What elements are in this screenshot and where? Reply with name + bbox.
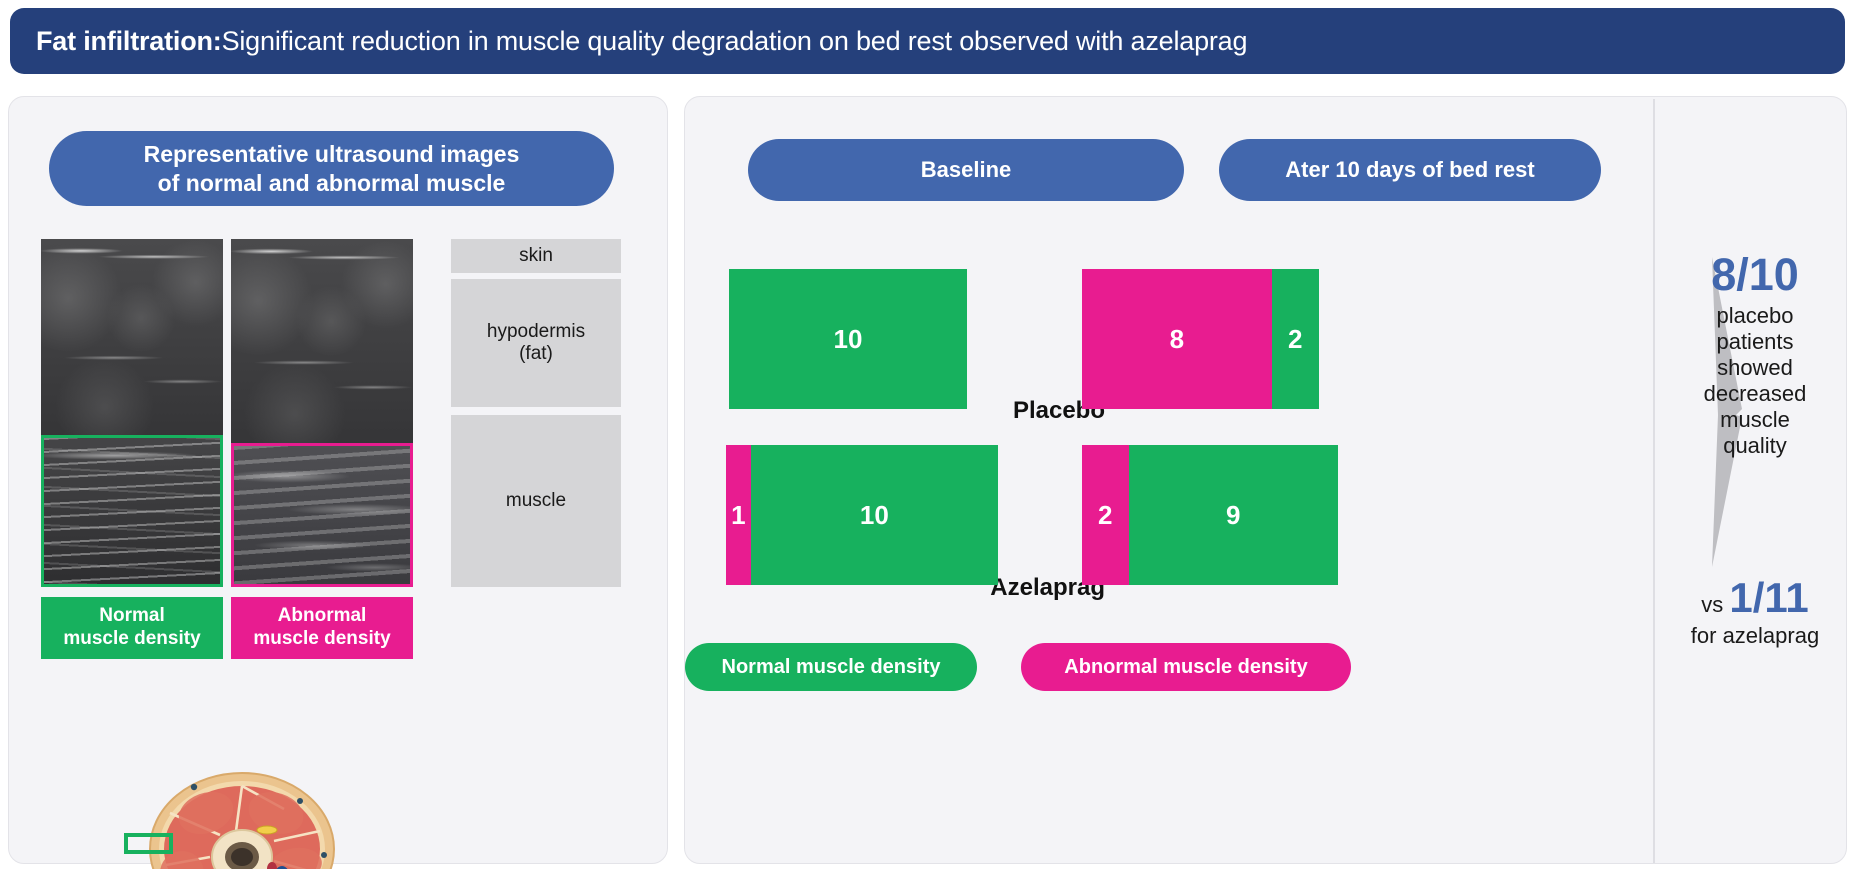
stat-placebo-line4: decreased: [1703, 380, 1807, 406]
stats-divider: [1653, 99, 1655, 863]
ultrasound-image-abnormal-fat-region: [231, 239, 413, 445]
ultrasound-image-normal-fat-region: [41, 239, 223, 437]
title-strong: Fat infiltration:: [36, 25, 222, 56]
bar-segment-normal: 9: [1128, 445, 1338, 585]
ultrasound-image-normal-muscle-roi: [41, 435, 223, 587]
ultrasound-panel: Representative ultrasound images of norm…: [8, 96, 668, 869]
phase-after-bed-rest-label: Ater 10 days of bed rest: [1285, 157, 1535, 182]
stat-placebo-block: 8/10 placebo patients showed decreased m…: [1663, 252, 1847, 459]
stat-vs-word: vs: [1701, 592, 1730, 617]
bar-segment-abnormal: 8: [1082, 269, 1272, 409]
stat-placebo-description: placebo patients showed decreased muscle…: [1663, 303, 1847, 459]
bar-segment-abnormal: 2: [1082, 445, 1129, 585]
ultrasound-image-abnormal-muscle-roi: [231, 443, 413, 587]
bar-placebo-baseline: 10: [729, 269, 967, 409]
stat-placebo-line6: quality: [1723, 432, 1787, 458]
bar-segment-abnormal: 1: [726, 445, 751, 585]
bar-segment-normal: 2: [1271, 269, 1319, 409]
stat-placebo-line5: muscle: [1720, 406, 1790, 432]
tissue-layer-skin: skin: [451, 239, 621, 273]
slide-title-banner: Fat infiltration: Significant reduction …: [10, 8, 1845, 74]
results-panel: Baseline Ater 10 days of bed rest Placeb…: [684, 96, 1847, 864]
phase-pill-after-bed-rest: Ater 10 days of bed rest: [1219, 139, 1601, 201]
leg-cross-section-svg: [124, 772, 335, 869]
progression-arrow-icon: [1702, 257, 1748, 567]
stat-placebo-ratio: 8/10: [1711, 249, 1799, 300]
bar-segment-normal: 10: [750, 445, 998, 585]
legend-normal-label: Normal muscle density: [721, 655, 941, 678]
tissue-layer-hypodermis-label: hypodermis: [486, 320, 586, 342]
abnormal-density-tag-line2: muscle density: [253, 628, 391, 649]
probe-placement-roi-box: [124, 833, 173, 854]
normal-density-tag-line1: Normal: [99, 605, 165, 627]
stat-azelaprag-block: vs 1/11 for azelaprag: [1663, 577, 1847, 649]
leg-cross-section-illustration: [124, 769, 364, 869]
tissue-layer-hypodermis: hypodermis (fat): [451, 279, 621, 407]
stat-placebo-line2: patients: [1716, 328, 1794, 354]
phase-pill-baseline: Baseline: [748, 139, 1184, 201]
stat-placebo-line1: placebo: [1716, 303, 1794, 328]
bar-placebo-after: 8 2: [1082, 269, 1319, 409]
bar-segment-normal: 10: [729, 269, 967, 409]
normal-density-tag-line2: muscle density: [63, 628, 201, 649]
ultrasound-header-line2: of normal and abnormal muscle: [157, 169, 506, 196]
phase-baseline-label: Baseline: [920, 157, 1012, 182]
bar-azelaprag-after: 2 9: [1082, 445, 1338, 585]
tissue-layer-muscle-label: muscle: [505, 489, 567, 511]
abnormal-muscle-density-tag: Abnormal muscle density: [231, 597, 413, 659]
abnormal-density-tag-line1: Abnormal: [277, 605, 367, 627]
stat-azelaprag-ratio-line: vs 1/11: [1663, 577, 1847, 619]
stat-azelaprag-caption: for azelaprag: [1690, 623, 1820, 648]
legend-pill-abnormal-density: Abnormal muscle density: [1021, 643, 1351, 691]
arrow-right-icon: [1712, 257, 1742, 567]
tissue-layer-muscle: muscle: [451, 415, 621, 587]
bar-azelaprag-baseline: 1 10: [726, 445, 998, 585]
tissue-layer-hypodermis-sublabel: (fat): [519, 343, 553, 364]
tissue-layer-skin-label: skin: [519, 244, 553, 266]
title-rest: Significant reduction in muscle quality …: [221, 25, 1248, 56]
legend-abnormal-label: Abnormal muscle density: [1064, 655, 1308, 678]
stat-placebo-line3: showed: [1717, 354, 1793, 380]
ultrasound-panel-header: Representative ultrasound images of norm…: [49, 131, 614, 206]
legend-pill-normal-density: Normal muscle density: [685, 643, 977, 691]
normal-muscle-density-tag: Normal muscle density: [41, 597, 223, 659]
ultrasound-header-line1: Representative ultrasound images: [143, 141, 520, 168]
stat-azelaprag-ratio: 1/11: [1729, 574, 1809, 621]
